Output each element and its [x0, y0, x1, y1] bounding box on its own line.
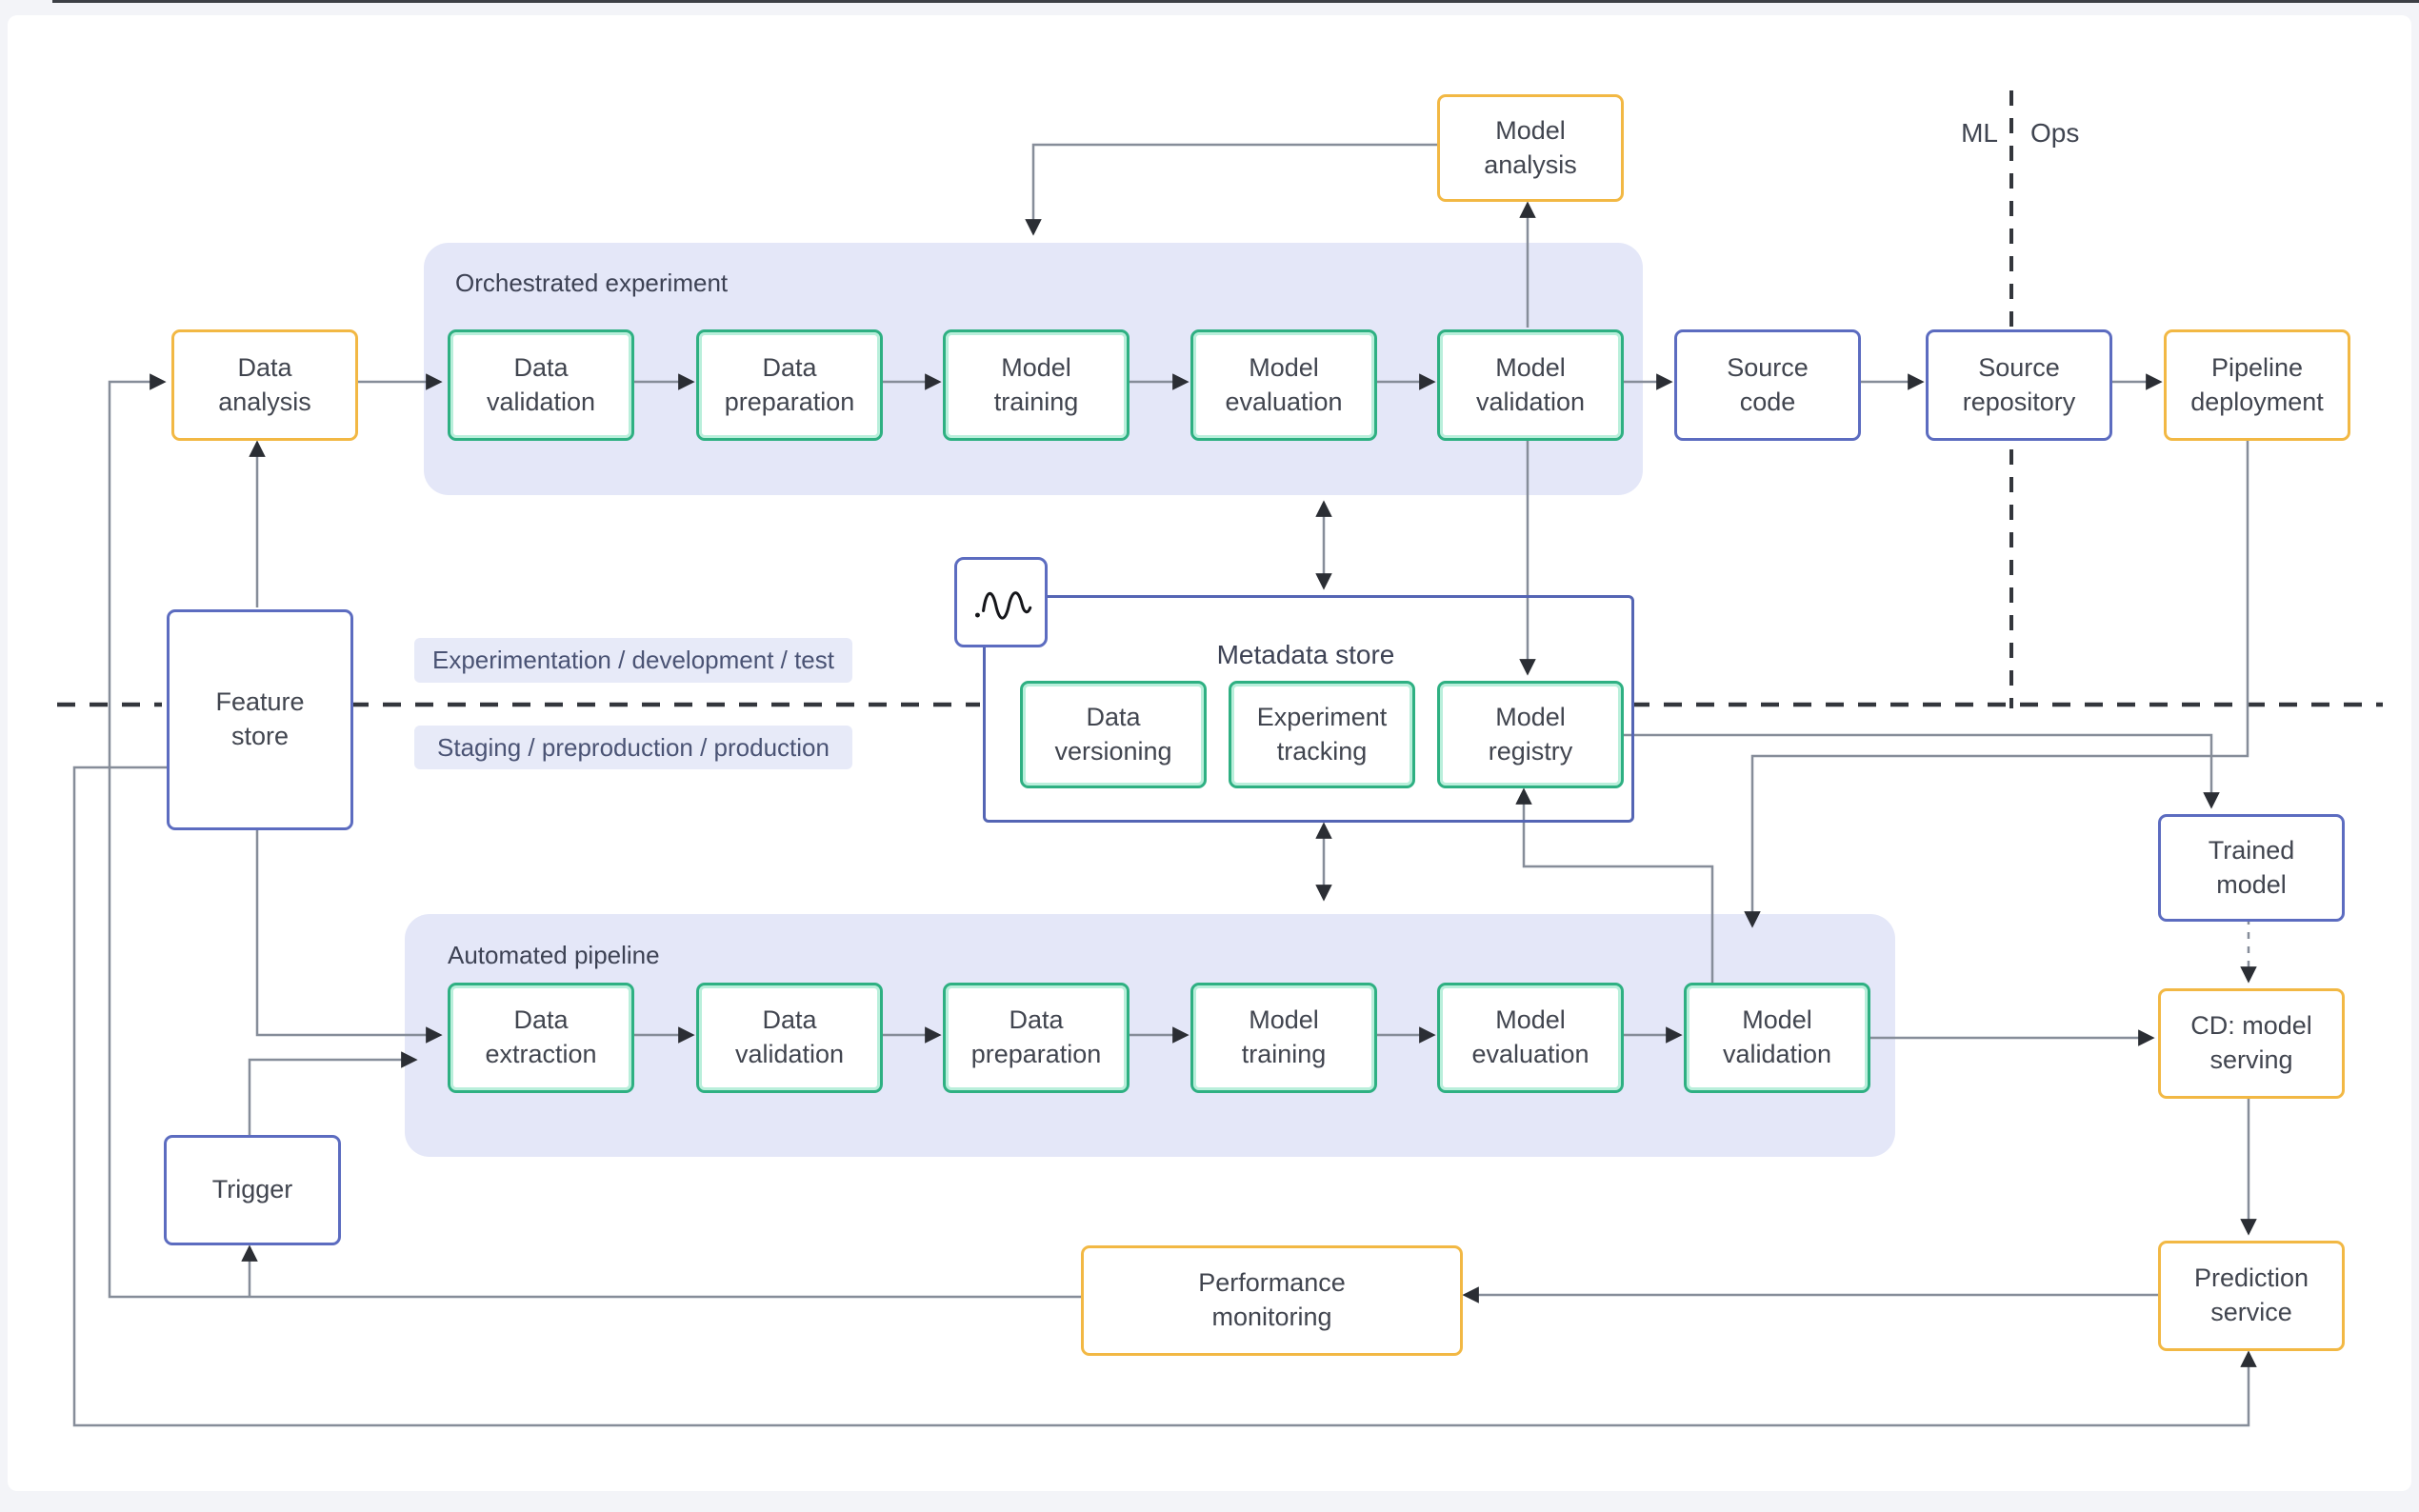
node-data-analysis: Data analysis [171, 329, 358, 441]
node-data-preparation-2: Data preparation [943, 983, 1130, 1093]
node-model-validation-2: Model validation [1684, 983, 1870, 1093]
node-model-validation-1: Model validation [1437, 329, 1624, 441]
top-border-line [52, 0, 2419, 3]
node-source-code: Source code [1674, 329, 1861, 441]
node-trained-model: Trained model [2158, 814, 2345, 922]
ops-lane-label: Ops [2030, 118, 2080, 148]
metadata-store-container [983, 595, 1634, 823]
node-model-analysis: Model analysis [1437, 94, 1624, 202]
node-model-evaluation-2: Model evaluation [1437, 983, 1624, 1093]
node-data-preparation-1: Data preparation [696, 329, 883, 441]
metadata-store-label: Metadata store [1216, 640, 1395, 669]
environment-pill-top: Experimentation / development / test [414, 638, 852, 683]
automated-pipeline-label: Automated pipeline [448, 941, 660, 969]
node-source-repository: Source repository [1926, 329, 2112, 441]
node-cd-model-serving: CD: model serving [2158, 988, 2345, 1099]
ml-lane-label: ML [1961, 118, 1998, 148]
node-experiment-tracking: Experiment tracking [1229, 681, 1415, 788]
metrics-icon-box [954, 557, 1048, 647]
node-prediction-service: Prediction service [2158, 1241, 2345, 1351]
node-data-versioning: Data versioning [1020, 681, 1207, 788]
node-pipeline-deployment: Pipeline deployment [2164, 329, 2350, 441]
node-performance-monitoring: Performance monitoring [1081, 1245, 1463, 1356]
node-data-validation-1: Data validation [448, 329, 634, 441]
node-data-validation-2: Data validation [696, 983, 883, 1093]
node-model-training-1: Model training [943, 329, 1130, 441]
node-model-registry: Model registry [1437, 681, 1624, 788]
node-feature-store: Feature store [167, 609, 353, 830]
environment-pill-bottom: Staging / preproduction / production [414, 726, 852, 769]
node-model-training-2: Model training [1190, 983, 1377, 1093]
orchestrated-experiment-label: Orchestrated experiment [455, 269, 729, 297]
node-model-evaluation-1: Model evaluation [1190, 329, 1377, 441]
waveform-icon [974, 590, 1032, 620]
node-trigger: Trigger [164, 1135, 341, 1245]
node-data-extraction: Data extraction [448, 983, 634, 1093]
